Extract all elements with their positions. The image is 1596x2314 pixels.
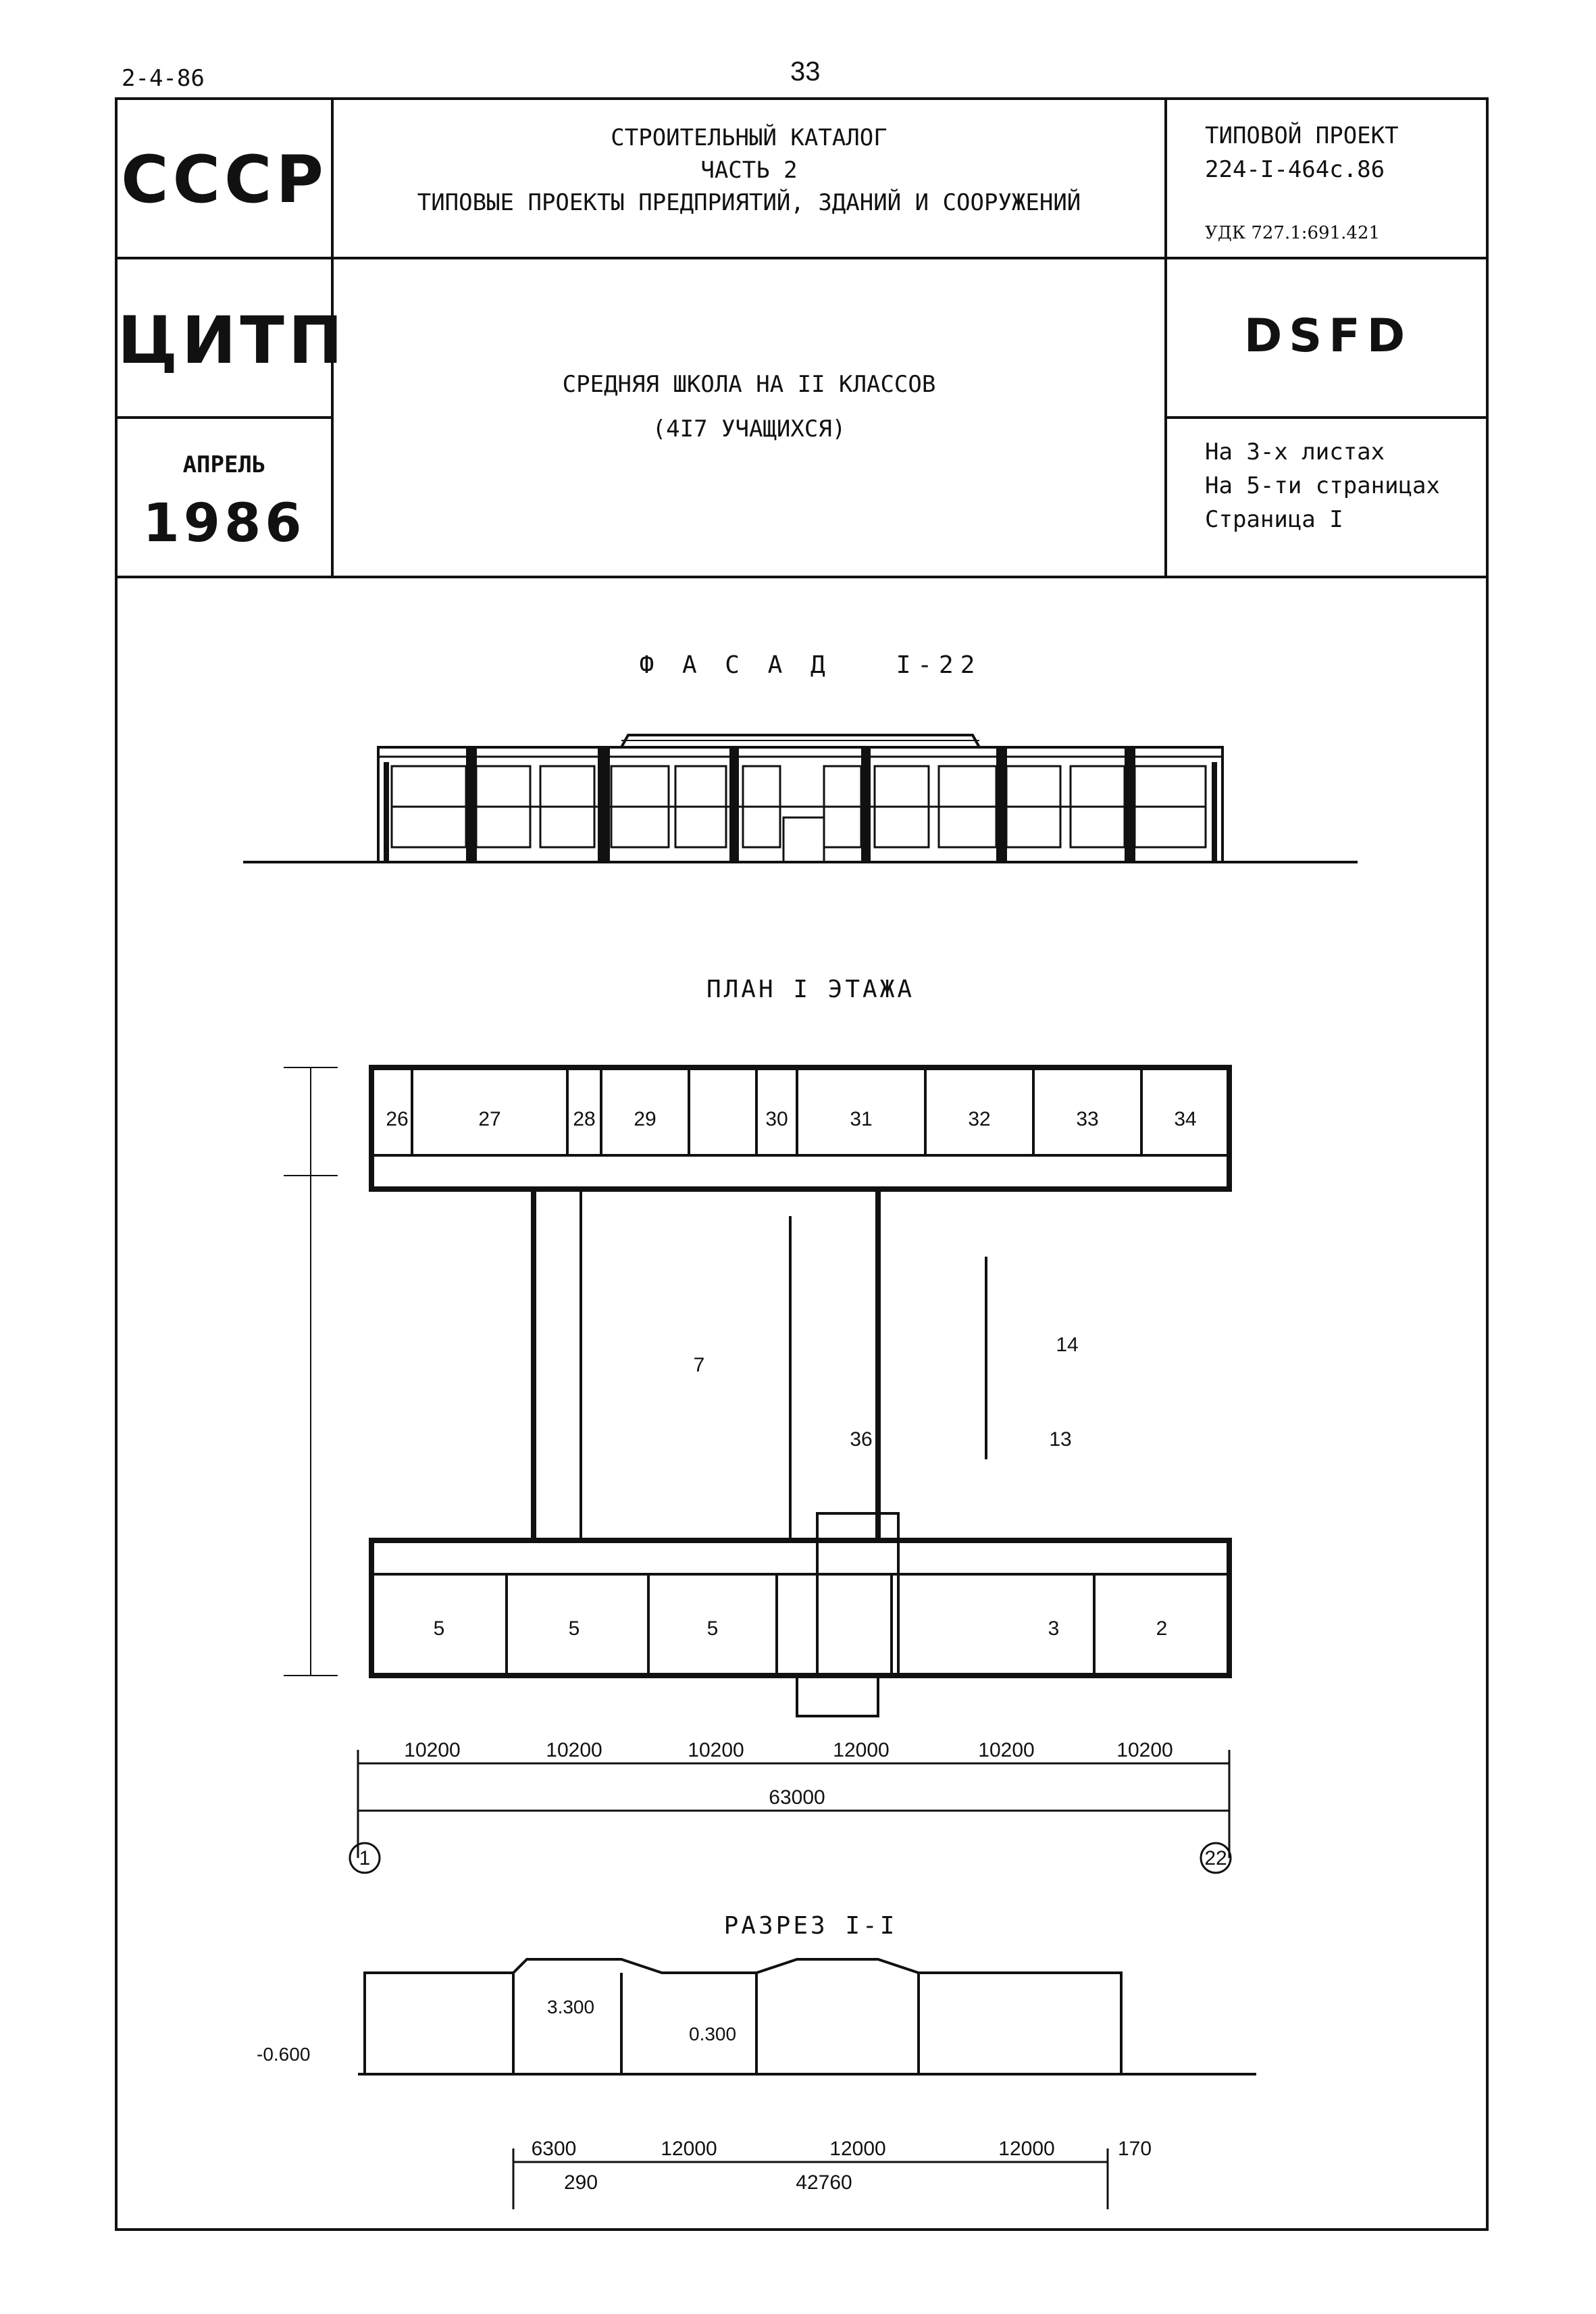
room-29: 29 [634,1108,656,1130]
section-total: 42760 [796,2171,852,2194]
issue-year: 1986 [143,493,306,554]
udk-code: УДК 727.1:691.421 [1205,223,1381,243]
page-frame [115,97,1489,2231]
facade-drawing [243,734,1358,863]
room-5c: 5 [707,1617,719,1640]
section-drawing: -0.600 3.300 0.300 [257,1958,1256,2076]
section-dim-1: 6300 [532,2138,577,2160]
page-corner-code: 2-4-86 [122,65,205,92]
facade-title: Ф А С А Д I-22 [639,651,982,679]
section-title: РАЗРЕЗ I-I [723,1912,898,1940]
sheet-info: На 3-х листах На 5-ти страницах Страница… [1205,435,1440,536]
room-28: 28 [573,1108,595,1130]
object-line-2: (4I7 УЧАЩИХСЯ) [652,416,846,443]
code-box: DSFD [1243,309,1412,363]
section-dim-2: 12000 [661,2138,717,2160]
section-dim-small: 290 [564,2171,598,2194]
room-3: 3 [1048,1617,1060,1640]
col-dim-6: 10200 [1116,1739,1173,1761]
catalog-line-2: ЧАСТЬ 2 [700,157,798,184]
object-line-1: СРЕДНЯЯ ШКОЛА НА II КЛАССОВ [562,371,936,398]
level-0300: 0.300 [689,2023,736,2044]
room-33: 33 [1076,1108,1098,1130]
room-27: 27 [478,1108,500,1130]
room-5a: 5 [434,1617,445,1640]
room-5b: 5 [569,1617,580,1640]
room-13: 13 [1049,1428,1071,1451]
project-info: ТИПОВОЙ ПРОЕКТ 224-I-464с.86 [1205,119,1399,186]
object-info: СРЕДНЯЯ ШКОЛА НА II КЛАССОВ (4I7 УЧАЩИХС… [334,362,1164,451]
floor-plan-drawing: 26 27 28 29 30 31 32 33 34 7 36 5 5 5 3 … [284,1065,1232,1717]
section-dim-5: 170 [1118,2138,1152,2160]
page-number: 33 [790,57,821,86]
sheets-count: На 3-х листах [1205,438,1385,466]
catalog-line-3: ТИПОВЫЕ ПРОЕКТЫ ПРЕДПРИЯТИЙ, ЗДАНИЙ И СО… [417,189,1081,216]
catalog-line-1: СТРОИТЕЛЬНЫЙ КАТАЛОГ [611,124,887,151]
room-31: 31 [850,1108,872,1130]
room-32: 32 [968,1108,990,1130]
project-label: ТИПОВОЙ ПРОЕКТ [1205,122,1399,149]
catalog-info: СТРОИТЕЛЬНЫЙ КАТАЛОГ ЧАСТЬ 2 ТИПОВЫЕ ПРО… [334,122,1164,219]
org-tsitp: ЦИТП [118,303,347,378]
room-2: 2 [1156,1617,1168,1640]
section-dim-3: 12000 [829,2138,885,2160]
room-34: 34 [1174,1108,1196,1130]
col-dim-4: 12000 [833,1739,889,1761]
col-dim-1: 10200 [404,1739,460,1761]
level-3300: 3.300 [547,1996,594,2017]
issue-month: АПРЕЛЬ [182,451,266,478]
org-ussr: СССР [121,142,328,218]
section-dim-4: 12000 [998,2138,1054,2160]
plan-dimensions: 10200 10200 10200 12000 10200 10200 6300… [349,1739,1232,1874]
pages-count: На 5-ти страницах [1205,472,1440,499]
section-dimensions: 6300 12000 12000 12000 170 42760 290 [512,2138,1152,2209]
col-dim-5: 10200 [978,1739,1034,1761]
col-axis-22: 22 [1204,1847,1227,1869]
project-code: 224-I-464с.86 [1205,156,1385,183]
plan-title: ПЛАН I ЭТАЖА [706,976,915,1003]
col-dim-3: 10200 [688,1739,744,1761]
level-minus-0600-left: -0.600 [257,2044,310,2065]
room-14: 14 [1056,1334,1078,1356]
room-30: 30 [765,1108,788,1130]
room-26: 26 [386,1108,408,1130]
col-dim-2: 10200 [546,1739,602,1761]
page-index: Страница I [1205,506,1343,533]
room-7: 7 [694,1354,705,1376]
col-axis-1: 1 [359,1847,371,1869]
room-36: 36 [850,1428,872,1451]
plan-total-width: 63000 [769,1786,825,1809]
